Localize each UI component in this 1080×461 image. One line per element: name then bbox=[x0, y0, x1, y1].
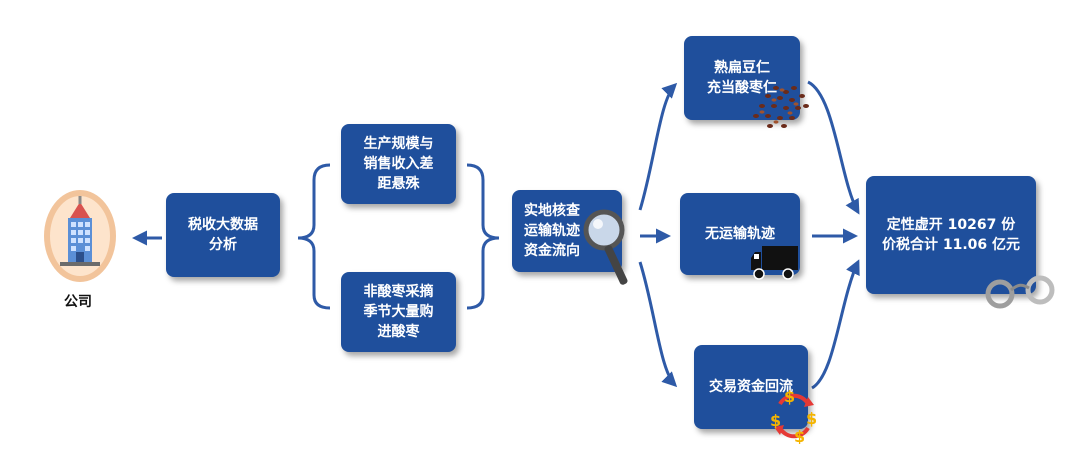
company-building-icon bbox=[44, 190, 116, 282]
magnifier-icon bbox=[583, 209, 628, 285]
right-brace bbox=[466, 163, 500, 310]
svg-text:$: $ bbox=[784, 388, 795, 406]
node-off-season-purchase: 非酸枣采摘 季节大量购 进酸枣 bbox=[341, 272, 456, 352]
company-label: 公司 bbox=[64, 294, 92, 310]
arrow-kernel-to-conclusion bbox=[807, 80, 860, 215]
svg-text:$: $ bbox=[806, 409, 817, 428]
arrow-to-kernel bbox=[638, 82, 678, 211]
handcuffs-icon bbox=[985, 275, 1055, 309]
svg-text:$: $ bbox=[770, 411, 781, 430]
arrow-backflow-to-conclusion bbox=[811, 259, 860, 390]
node-conclusion: 定性虚开 10267 份 价税合计 11.06 亿元 bbox=[866, 176, 1036, 294]
node-fund-backflow: 交易资金回流 bbox=[694, 345, 808, 429]
money-cycle-icon: $ $ $ $ bbox=[770, 388, 817, 444]
truck-icon bbox=[751, 246, 798, 280]
beans-icon bbox=[753, 86, 809, 128]
node-kernel-substitute: 熟扁豆仁 充当酸枣仁 bbox=[684, 36, 800, 120]
node-tax-big-data: 税收大数据 分析 bbox=[166, 193, 280, 277]
svg-text:$: $ bbox=[794, 427, 805, 444]
left-brace bbox=[297, 163, 331, 310]
node-production-gap: 生产规模与 销售收入差 距悬殊 bbox=[341, 124, 456, 204]
arrow-to-backflow bbox=[638, 261, 678, 388]
